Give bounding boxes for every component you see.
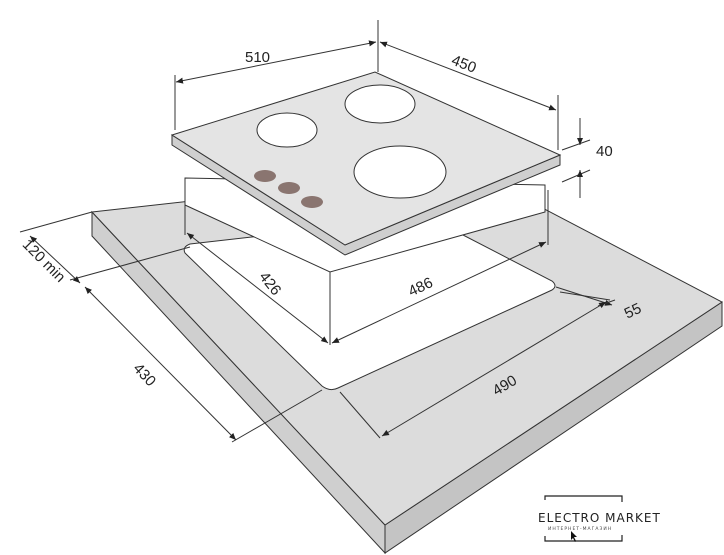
dimension-lines xyxy=(19,20,616,443)
hob xyxy=(170,71,562,273)
dim-hob-height: 40 xyxy=(596,143,613,160)
electro-market-logo: ELECTRO MARKET ИНТЕРНЕТ-МАГАЗИН xyxy=(538,495,661,542)
dim-edge-distance: 55 xyxy=(622,300,644,322)
dim-hob-depth: 450 xyxy=(449,52,478,77)
burner-small xyxy=(256,112,318,148)
burner-large xyxy=(353,145,447,199)
logo-title: ELECTRO MARKET xyxy=(538,511,661,525)
burner-medium xyxy=(344,84,416,124)
cursor-icon xyxy=(571,531,577,542)
knob xyxy=(254,170,276,182)
knob xyxy=(301,196,323,208)
dim-front-clearance: 120 min xyxy=(19,236,69,286)
dim-counter-depth: 430 xyxy=(130,360,160,390)
dim-hob-width: 510 xyxy=(245,49,270,66)
knob xyxy=(278,182,300,194)
logo-subtitle: ИНТЕРНЕТ-МАГАЗИН xyxy=(548,526,612,532)
